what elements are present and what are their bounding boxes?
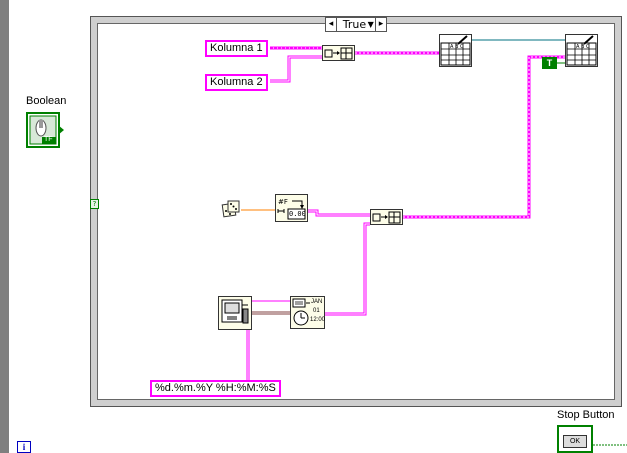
spreadsheet-write-icon: A B C xyxy=(566,35,597,66)
calendar-time-text: 12:00 xyxy=(310,317,326,323)
case-prev-arrow-icon[interactable]: ◂ xyxy=(328,19,334,29)
svg-text:A B C: A B C xyxy=(576,44,590,50)
stop-button-ok-face: OK xyxy=(563,435,587,448)
case-dropdown-icon[interactable]: ▼ xyxy=(367,20,374,29)
string-wire xyxy=(308,211,370,217)
stop-button-label: Stop Button xyxy=(557,409,615,421)
format-number-caption: 0.00 xyxy=(289,210,306,218)
calendar-clock-icon xyxy=(292,298,310,326)
calendar-day-text: 01 xyxy=(313,308,320,314)
case-selector-terminal[interactable]: ? xyxy=(90,199,99,209)
string-wire xyxy=(270,55,322,81)
selector-divider xyxy=(375,18,377,31)
string-constant-kolumna-1[interactable]: Kolumna 1 xyxy=(205,40,268,57)
string-constant-kolumna-2[interactable]: Kolumna 2 xyxy=(205,74,268,91)
svg-text:A B C: A B C xyxy=(450,44,464,50)
random-number-node[interactable] xyxy=(221,199,241,219)
dice-icon xyxy=(221,200,240,218)
build-array-node-2[interactable] xyxy=(370,209,403,225)
selector-divider xyxy=(335,18,337,31)
boolean-output-arrow-icon xyxy=(58,125,64,135)
array-string-wire xyxy=(403,56,565,218)
build-array-icon xyxy=(324,47,353,60)
stop-button-terminal[interactable]: OK xyxy=(557,425,593,453)
calendar-month-text: JAN xyxy=(311,299,323,305)
build-array-node-1[interactable] xyxy=(322,45,355,61)
string-constant-date-format[interactable]: %d.%m.%Y %H:%M:%S xyxy=(150,380,281,397)
string-wire xyxy=(325,222,370,314)
computer-clock-icon xyxy=(221,299,249,324)
boolean-label: Boolean xyxy=(26,95,67,107)
array-string-wire xyxy=(403,55,565,219)
case-selector-value[interactable]: True xyxy=(342,18,367,31)
case-next-arrow-icon[interactable]: ▸ xyxy=(378,19,384,29)
loop-iteration-info-icon[interactable]: i xyxy=(17,441,31,453)
write-spreadsheet-node-2[interactable]: A B C xyxy=(565,34,598,67)
string-wire xyxy=(270,46,322,50)
svg-text:#F: #F xyxy=(278,198,288,206)
write-spreadsheet-node-1[interactable]: A B C xyxy=(439,34,472,67)
string-wire xyxy=(308,209,370,215)
spreadsheet-write-icon: A B C xyxy=(440,35,471,66)
toggle-switch-icon xyxy=(29,115,57,145)
get-date-time-node[interactable] xyxy=(218,296,252,330)
boolean-tf-text: TF xyxy=(44,136,53,143)
format-date-time-node[interactable]: JAN 01 12:00 xyxy=(290,296,325,329)
true-constant[interactable]: T xyxy=(542,57,557,69)
block-diagram-left-bar xyxy=(0,0,9,453)
number-to-fraction-icon: #F xyxy=(277,198,306,220)
format-number-node[interactable]: #F 0.00 xyxy=(275,194,308,222)
string-wire xyxy=(325,224,370,316)
case-selector[interactable]: ◂ True ▼ ▸ xyxy=(325,17,387,32)
build-array-icon xyxy=(372,211,401,224)
string-wire xyxy=(270,57,322,83)
